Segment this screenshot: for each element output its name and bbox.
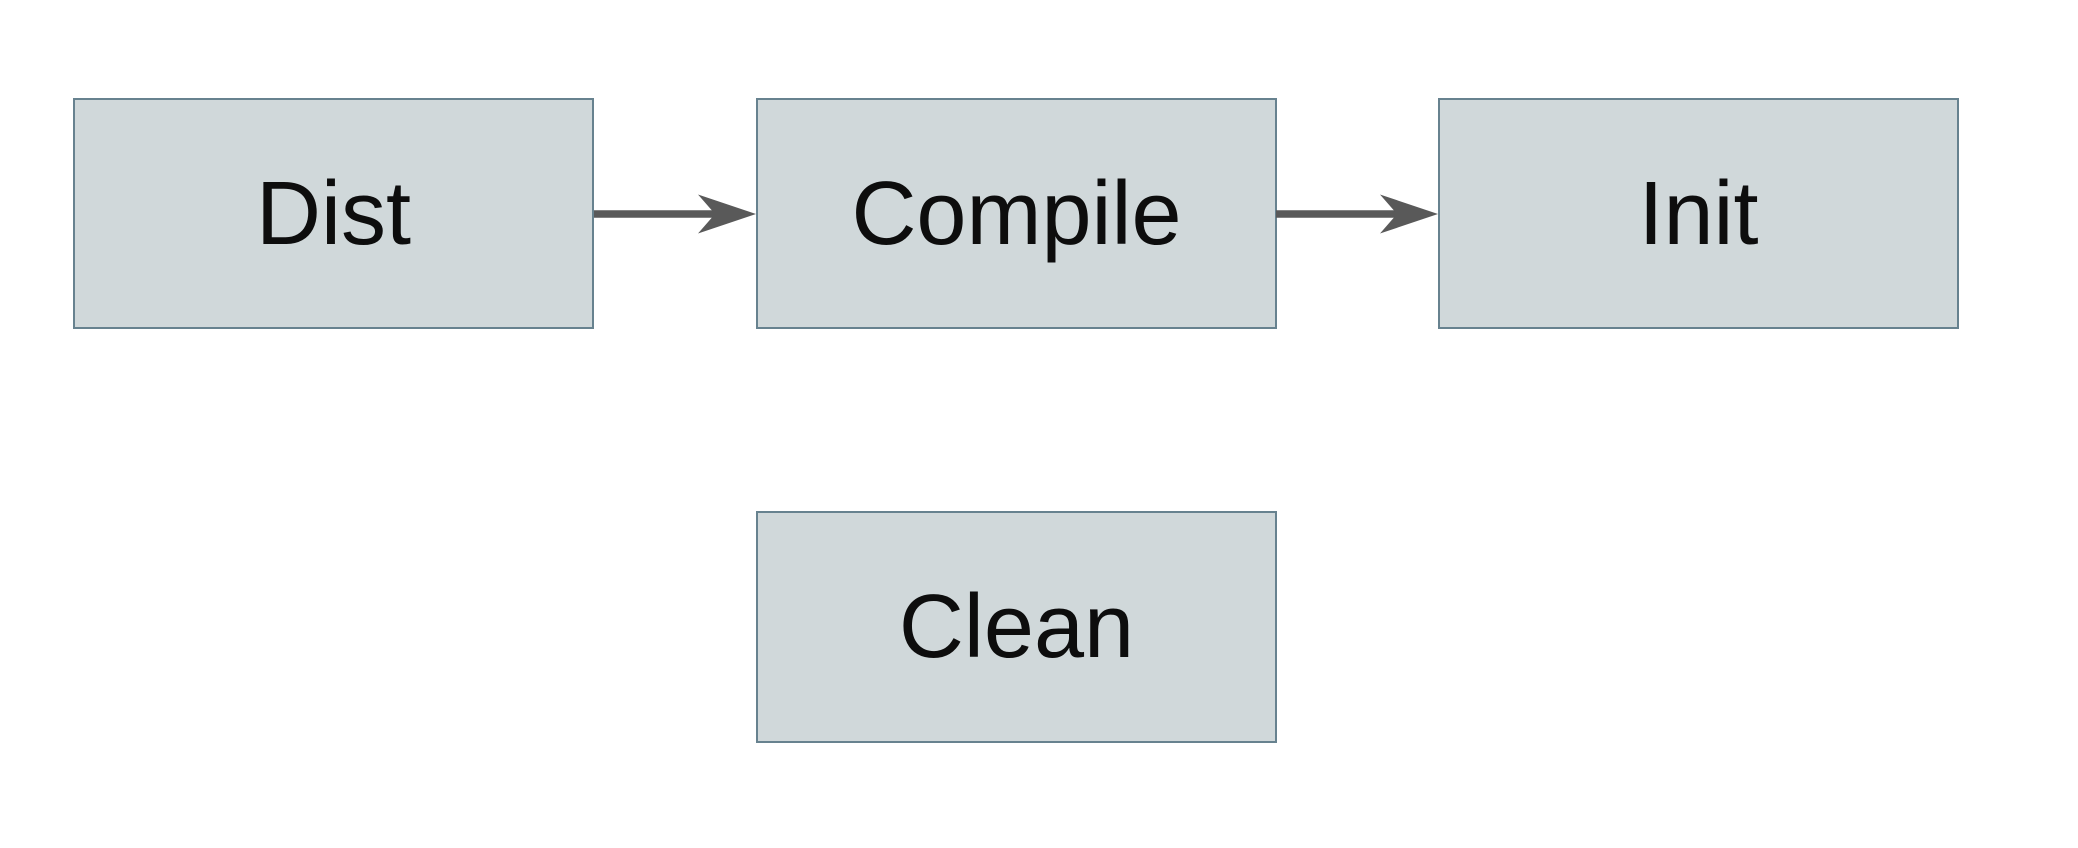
- node-clean-label: Clean: [898, 577, 1135, 677]
- node-clean: Clean: [756, 511, 1277, 743]
- node-compile: Compile: [756, 98, 1277, 329]
- node-init: Init: [1438, 98, 1959, 329]
- node-dist: Dist: [73, 98, 594, 329]
- node-init-label: Init: [1638, 163, 1759, 264]
- arrowhead-icon: [1380, 194, 1438, 234]
- arrow-compile-to-init: [1276, 194, 1438, 234]
- arrowhead-icon: [698, 194, 756, 234]
- node-compile-label: Compile: [851, 163, 1182, 264]
- node-dist-label: Dist: [256, 163, 411, 264]
- arrow-dist-to-compile: [594, 194, 756, 234]
